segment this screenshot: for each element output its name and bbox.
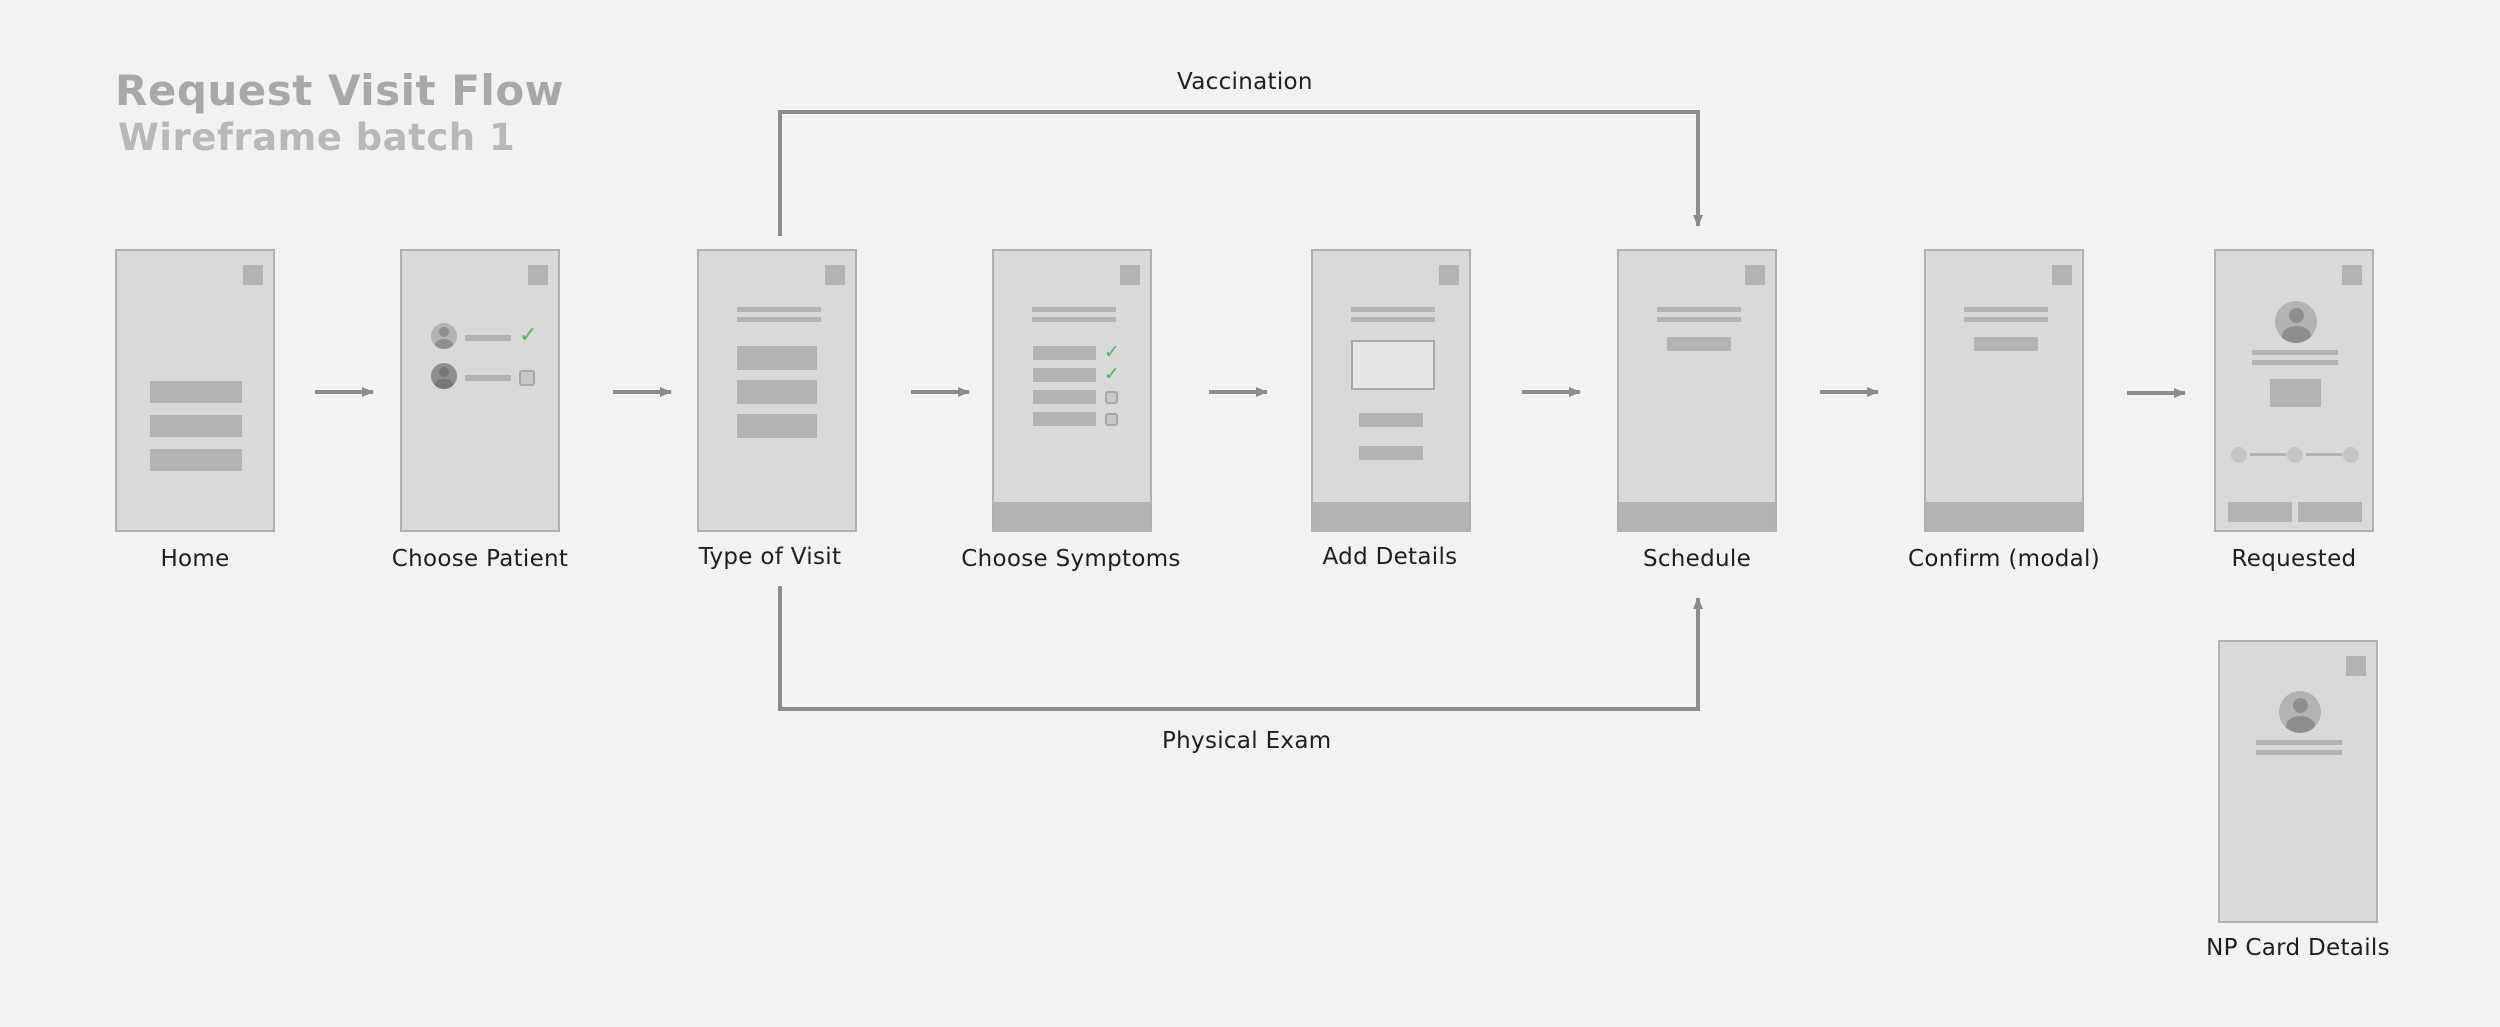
time-slot-placeholder <box>1667 337 1731 351</box>
close-icon <box>825 265 845 285</box>
diagram-title: Request Visit Flow <box>115 66 564 115</box>
screen-label-confirm-modal: Confirm (modal) <box>1908 546 2100 572</box>
screen-label-schedule: Schedule <box>1642 546 1752 572</box>
screen-schedule[interactable] <box>1617 249 1777 532</box>
screen-label-add-details: Add Details <box>1322 544 1458 570</box>
patient-name-placeholder <box>465 375 511 381</box>
close-icon <box>1745 265 1765 285</box>
field-placeholder <box>1359 413 1423 427</box>
progress-step-dot <box>2287 447 2303 463</box>
provider-avatar-icon <box>2279 691 2321 733</box>
heading-placeholder <box>737 317 821 322</box>
screen-label-choose-symptoms: Choose Symptoms <box>961 546 1181 572</box>
symptom-option-placeholder <box>1033 390 1096 404</box>
screen-type-of-visit[interactable] <box>697 249 857 532</box>
checkmark-icon: ✓ <box>1104 341 1120 363</box>
footer-button-placeholder <box>1313 502 1469 530</box>
heading-placeholder <box>737 307 821 312</box>
physical-exam-branch-label: Physical Exam <box>1162 728 1332 754</box>
close-icon <box>2346 656 2366 676</box>
heading-placeholder <box>1964 307 2048 312</box>
status-placeholder <box>2270 379 2321 407</box>
checkbox-icon <box>1105 391 1118 404</box>
heading-placeholder <box>1657 317 1741 322</box>
screen-np-card-details[interactable] <box>2218 640 2378 923</box>
checkmark-icon: ✓ <box>1104 363 1120 385</box>
screen-requested[interactable] <box>2214 249 2374 532</box>
close-icon <box>528 265 548 285</box>
screen-label-home: Home <box>160 546 230 572</box>
provider-avatar-icon <box>2275 301 2317 343</box>
progress-step-dot <box>2231 447 2247 463</box>
diagram-subtitle: Wireframe batch 1 <box>118 116 516 159</box>
symptom-option-placeholder <box>1033 346 1096 360</box>
checkbox-icon <box>519 370 535 386</box>
screen-label-np-card-details: NP Card Details <box>2206 935 2390 961</box>
heading-placeholder <box>1964 317 2048 322</box>
screen-home[interactable] <box>115 249 275 532</box>
progress-step-line <box>2250 453 2286 456</box>
close-icon <box>2052 265 2072 285</box>
details-textarea-placeholder <box>1351 340 1435 390</box>
vaccination-branch-label: Vaccination <box>1177 69 1313 95</box>
provider-name-placeholder <box>2252 350 2338 355</box>
screen-add-details[interactable] <box>1311 249 1471 532</box>
checkmark-icon: ✓ <box>519 323 538 348</box>
provider-name-placeholder <box>2252 360 2338 365</box>
heading-placeholder <box>1657 307 1741 312</box>
physical-exam-branch-connector <box>778 586 1703 711</box>
menu-item-placeholder <box>150 449 242 471</box>
heading-placeholder <box>1351 317 1435 322</box>
provider-name-placeholder <box>2256 740 2342 745</box>
close-icon <box>243 265 263 285</box>
heading-placeholder <box>1351 307 1435 312</box>
action-button-placeholder <box>2298 502 2362 522</box>
patient-name-placeholder <box>465 335 511 341</box>
screen-choose-symptoms[interactable]: ✓ ✓ <box>992 249 1152 532</box>
heading-placeholder <box>1032 307 1116 312</box>
menu-item-placeholder <box>150 381 242 403</box>
screen-label-requested: Requested <box>2231 546 2357 572</box>
summary-placeholder <box>1974 337 2038 351</box>
screen-choose-patient[interactable]: ✓ <box>400 249 560 532</box>
symptom-option-placeholder <box>1033 412 1096 426</box>
footer-button-placeholder <box>994 502 1150 530</box>
field-placeholder <box>1359 446 1423 460</box>
visit-option-placeholder <box>737 380 817 404</box>
screen-label-type-of-visit: Type of Visit <box>698 544 842 570</box>
footer-button-placeholder <box>1926 502 2082 530</box>
footer-button-placeholder <box>1619 502 1775 530</box>
visit-option-placeholder <box>737 346 817 370</box>
heading-placeholder <box>1032 317 1116 322</box>
screen-label-choose-patient: Choose Patient <box>391 546 569 572</box>
progress-step-line <box>2306 453 2342 456</box>
screen-confirm-modal[interactable] <box>1924 249 2084 532</box>
patient-avatar-icon <box>431 323 457 349</box>
provider-name-placeholder <box>2256 750 2342 755</box>
progress-step-dot <box>2343 447 2359 463</box>
close-icon <box>1439 265 1459 285</box>
action-button-placeholder <box>2228 502 2292 522</box>
menu-item-placeholder <box>150 415 242 437</box>
vaccination-branch-connector <box>778 110 1703 236</box>
visit-option-placeholder <box>737 414 817 438</box>
close-icon <box>1120 265 1140 285</box>
close-icon <box>2342 265 2362 285</box>
patient-avatar-icon <box>431 363 457 389</box>
symptom-option-placeholder <box>1033 368 1096 382</box>
checkbox-icon <box>1105 413 1118 426</box>
